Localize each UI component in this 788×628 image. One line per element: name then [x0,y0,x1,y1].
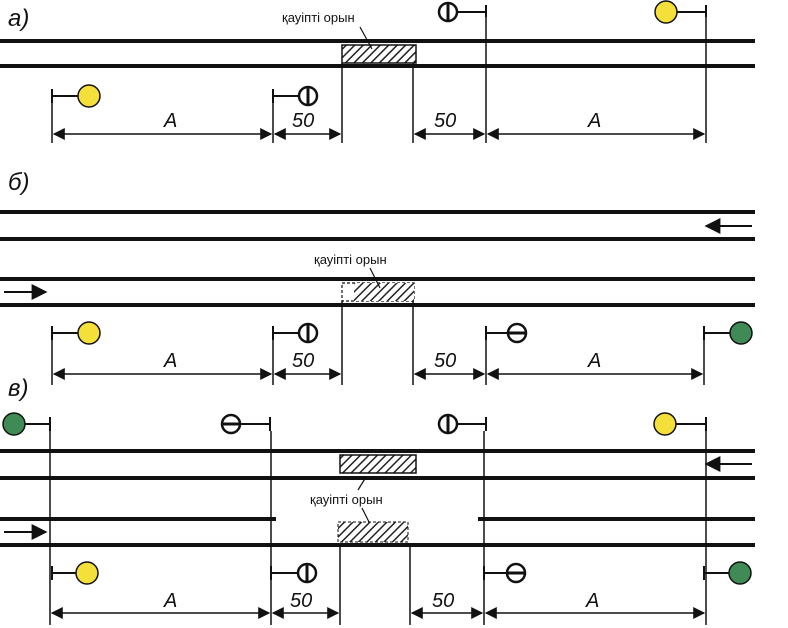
danger-zone [337,521,409,543]
barred-signal-icon [272,322,319,344]
green-signal-icon [703,561,752,585]
barred-signal-icon [437,1,487,23]
dim-label-50: 50 [434,350,456,372]
danger-zone [354,283,414,301]
barred-signal-icon [270,562,318,584]
dim-label-50: 50 [292,110,314,132]
section-a-label: а) [8,5,29,32]
green-signal-icon [2,412,51,436]
leader-line [369,267,381,289]
barred-signal-icon [272,85,319,107]
leader-line [359,26,373,50]
danger-zone-label: қауіпті орын [282,10,355,25]
danger-zone [339,454,417,474]
dashed-signal-icon [483,562,527,584]
dim-label-50: 50 [434,110,456,132]
dim-label-a: A [163,350,177,372]
dashed-signal-icon [220,413,271,435]
danger-zone [341,44,417,64]
label-box [276,486,478,522]
danger-zone-label: қауіпті орын [314,252,387,267]
danger-zone-label: қауіпті орын [310,492,383,507]
dim-label-a: A [587,350,601,372]
dim-label-50: 50 [290,590,312,612]
section-b: б) қауіпті орын [0,169,755,385]
section-v-label: в) [8,375,29,402]
leader-line [357,476,367,491]
barred-signal-icon [437,413,487,435]
section-a: а) қауіпті орын [0,0,755,143]
green-signal-icon [703,321,753,345]
leader-line [361,507,371,525]
dim-label-a: A [587,110,601,132]
yellow-signal-icon [51,561,99,585]
dim-label-a: A [163,110,177,132]
yellow-signal-icon [654,0,707,24]
dashed-signal-icon [485,322,528,344]
section-b-label: б) [8,169,30,196]
dim-label-a: A [163,590,177,612]
yellow-signal-icon [51,84,101,108]
dim-label-50: 50 [292,350,314,372]
section-v: в) [0,375,755,625]
yellow-signal-icon [51,321,101,345]
yellow-signal-icon [653,412,707,436]
dim-label-a: A [585,590,599,612]
dim-label-50: 50 [432,590,454,612]
